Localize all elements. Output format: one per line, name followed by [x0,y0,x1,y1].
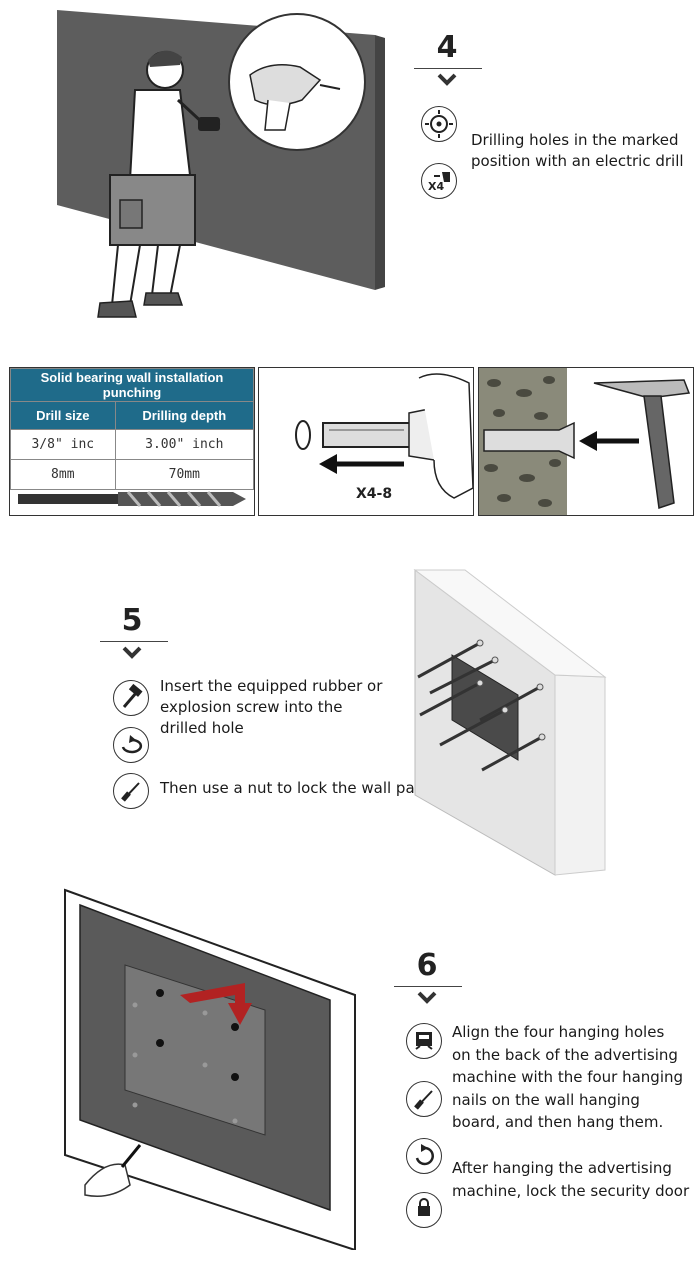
icon-label: X4 [428,180,445,193]
screwdriver-icon [406,1081,442,1117]
table-header: Drill size [10,401,116,430]
hammer-icon [113,680,149,716]
screwdriver-icon [113,773,149,809]
rotate-icon [406,1138,442,1174]
step-divider [394,986,462,987]
chevron-down-icon [412,72,482,91]
step-description: After hanging the advertising machine, l… [452,1159,690,1200]
rotate-icon [113,727,149,763]
table-cell: 3/8" inc [10,429,116,460]
wall-panel-illustration [413,569,607,876]
step-description: Insert the equipped rubber or explosion … [160,677,383,737]
lock-key-icon [406,1192,442,1228]
table-cell: 8mm [10,459,116,490]
anchor-insert-panel: X4-8 [258,367,474,516]
table-header: Drilling depth [114,401,254,430]
panel-label: X4-8 [356,486,393,502]
table-cell: 3.00" inch [114,429,254,460]
chevron-down-icon [392,990,462,1009]
drill-bit-image [18,491,246,507]
step-description: Then use a nut to lock the wall panel [160,779,438,797]
drilling-illustration [57,10,385,318]
table-cell: 70mm [114,459,254,490]
drill-spec-table: Solid bearing wall installation punching… [9,367,255,516]
step-description: Align the four hanging holes on the back… [452,1023,684,1131]
hanging-illustration [64,888,356,1250]
target-icon [421,106,457,142]
step-description: Drilling holes in the marked position wi… [471,131,684,170]
step-number: 6 [416,948,438,983]
step-number: 4 [436,30,458,65]
monitor-hang-icon [406,1023,442,1059]
chevron-down-icon [97,645,167,664]
drill-x4-icon: X4 [421,163,457,199]
hammer-anchor-panel [478,367,694,516]
step-number: 5 [121,603,143,638]
step-divider [100,641,168,642]
step-divider [414,68,482,69]
table-title: Solid bearing wall installation punching [10,368,254,402]
